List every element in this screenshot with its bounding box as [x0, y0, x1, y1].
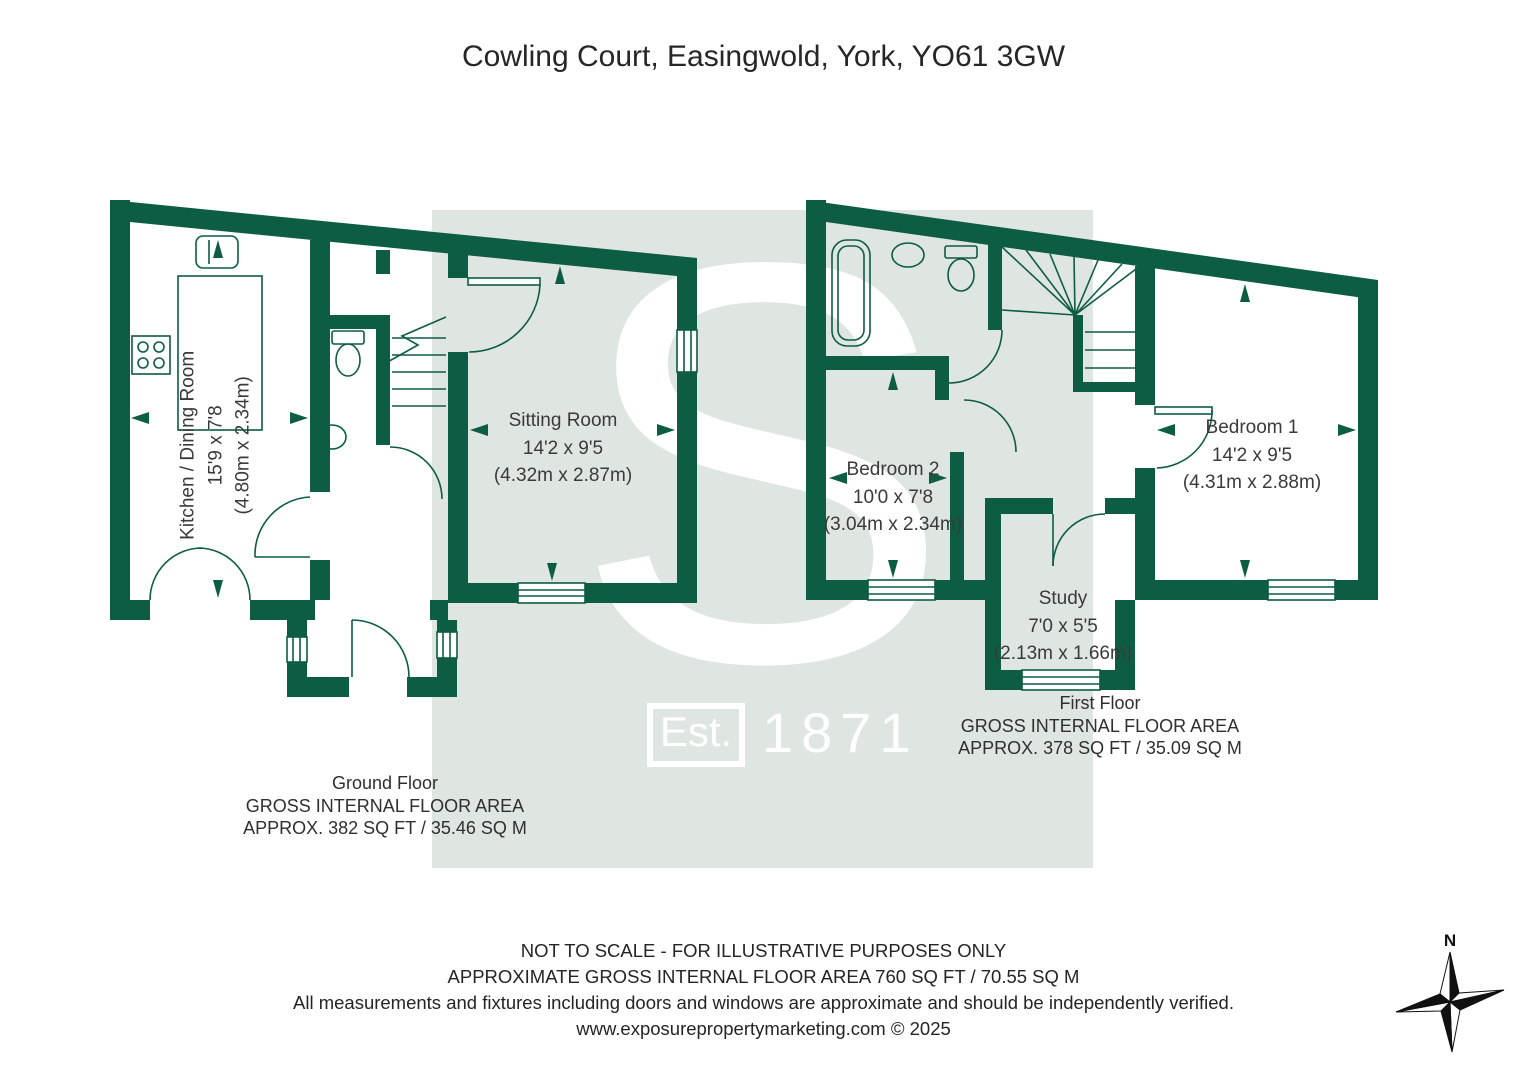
first-floor-caption: First Floor GROSS INTERNAL FLOOR AREA AP… [930, 692, 1270, 760]
footer-disclaimer: All measurements and fixtures including … [293, 991, 1234, 1013]
compass-icon: N [1395, 931, 1505, 1053]
floor-name: Ground Floor [331, 773, 439, 793]
watermark-est-box [647, 703, 745, 767]
disclaimer-footer: NOT TO SCALE - FOR ILLUSTRATIVE PURPOSES… [0, 938, 1527, 1042]
ground-floor-caption: Ground Floor GROSS INTERNAL FLOOR AREA A… [215, 772, 555, 840]
floor-area-line2: APPROX. 378 SQ FT / 35.09 SQ M [958, 738, 1242, 758]
wc-basin-icon [317, 424, 347, 450]
first-floor-windows [867, 579, 1336, 691]
room-size-metric: (2.13m x 1.66m) [993, 643, 1133, 665]
ground-stairs-icon [383, 316, 447, 407]
floor-area-line2: APPROX. 382 SQ FT / 35.46 SQ M [243, 818, 527, 838]
compass-north-label: N [1444, 931, 1456, 950]
bathroom-basin-icon [891, 242, 925, 268]
room-size-metric: (4.32m x 2.87m) [493, 465, 633, 487]
bath-icon [831, 239, 871, 347]
first-floor-arrows [829, 284, 1356, 578]
ground-floor-arrows [131, 240, 675, 598]
first-floor-walls [806, 200, 1378, 690]
first-floor-doors [948, 329, 1213, 567]
floor-area-line1: GROSS INTERNAL FLOOR AREA [245, 795, 525, 816]
room-size-metric: (3.04m x 2.34m) [823, 514, 963, 536]
room-size-imperial: 10'0 x 7'8 [852, 486, 934, 508]
ground-floor-windows [286, 329, 698, 663]
room-label-sitting-room: Sitting Room 14'2 x 9'5 (4.32m x 2.87m) [443, 407, 683, 490]
room-size-imperial: 15'9 x 7'8 [205, 405, 227, 486]
first-floor-plan [806, 200, 1378, 691]
hob-icon [131, 335, 171, 375]
floor-area-line1: GROSS INTERNAL FLOOR AREA [960, 715, 1240, 736]
kitchen-counter-icon [177, 275, 263, 431]
watermark-year: 1871 [762, 701, 919, 764]
first-floor-fixtures [831, 239, 1141, 369]
footer-scale-note: NOT TO SCALE - FOR ILLUSTRATIVE PURPOSES… [520, 940, 1007, 961]
first-stairs-icon [1001, 246, 1141, 369]
room-size-imperial: 7'0 x 5'5 [1028, 615, 1098, 637]
floor-name: First Floor [1059, 693, 1141, 713]
room-label-kitchen: Kitchen / Dining Room 15'9 x 7'8 (4.80m … [175, 305, 258, 585]
page-title: Cowling Court, Easingwold, York, YO61 3G… [461, 40, 1066, 73]
watermark: S Est. 1871 [432, 144, 1093, 868]
room-name: Study [1038, 588, 1088, 609]
room-label-bedroom-2: Bedroom 2 10'0 x 7'8 (3.04m x 2.34m) [773, 456, 1013, 539]
room-size-metric: (4.80m x 2.34m) [232, 376, 254, 515]
watermark-letter: S [572, 144, 952, 781]
room-name: Sitting Room [508, 410, 618, 431]
footer-total-area: APPROXIMATE GROSS INTERNAL FLOOR AREA 76… [447, 965, 1080, 987]
room-name: Bedroom 1 [1205, 417, 1299, 438]
watermark-est-label: Est. [660, 708, 732, 755]
room-size-imperial: 14'2 x 9'5 [1211, 444, 1293, 466]
ground-floor-plan [110, 200, 698, 697]
room-size-imperial: 14'2 x 9'5 [522, 437, 604, 459]
room-name: Bedroom 2 [846, 459, 940, 480]
room-size-metric: (4.31m x 2.88m) [1182, 472, 1322, 494]
bathroom-toilet-icon [944, 245, 978, 292]
wc-toilet-icon [331, 330, 365, 377]
ground-floor-doors [149, 277, 541, 678]
room-label-study: Study 7'0 x 5'5 (2.13m x 1.66m) [943, 585, 1183, 668]
room-name: Kitchen / Dining Room [177, 350, 199, 540]
ground-floor-walls [110, 200, 697, 697]
footer-website: www.exposurepropertymarketing.com © 2025 [576, 1017, 951, 1039]
room-label-bedroom-1: Bedroom 1 14'2 x 9'5 (4.31m x 2.88m) [1132, 414, 1372, 497]
